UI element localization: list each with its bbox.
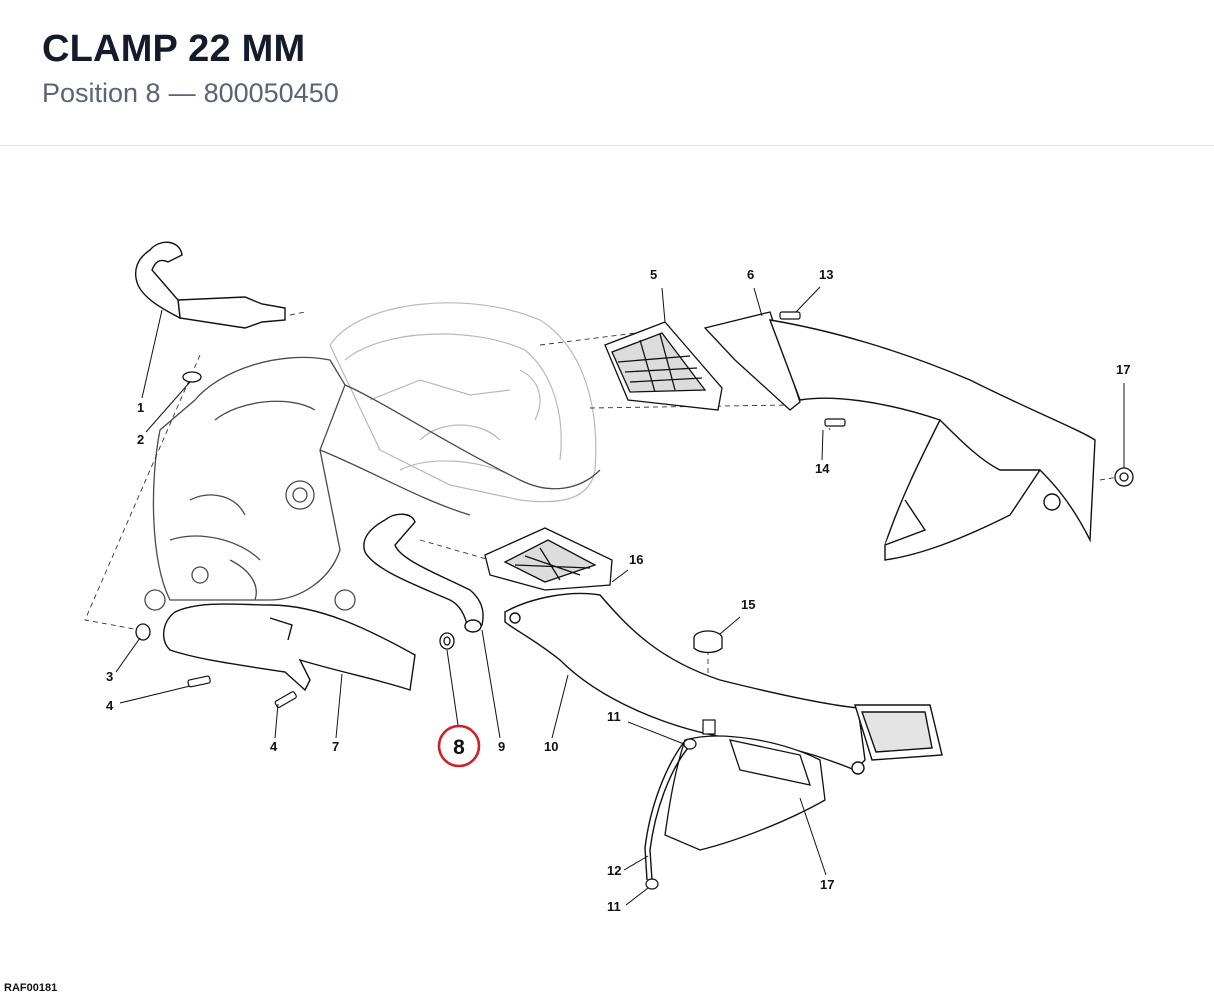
callout-15: 15	[741, 597, 755, 612]
highlight-ring	[437, 724, 481, 768]
callout-17-upper: 17	[1116, 362, 1130, 377]
callout-1: 1	[137, 400, 144, 415]
engine-outline	[329, 302, 597, 503]
callout-2: 2	[137, 432, 144, 447]
callout-9: 9	[498, 739, 505, 754]
callout-11-upper: 11	[607, 709, 621, 724]
subtitle-separator: —	[168, 78, 196, 108]
lower-housing	[664, 735, 826, 851]
callout-5: 5	[650, 267, 657, 282]
cylinder-head-outline	[144, 356, 601, 611]
part-10-intake-duct	[504, 592, 943, 775]
part-2-clamp	[182, 371, 202, 383]
callout-13: 13	[819, 267, 833, 282]
callout-12: 12	[607, 863, 621, 878]
callout-4-left: 4	[106, 698, 114, 713]
callout-10: 10	[544, 739, 558, 754]
callout-17-lower: 17	[820, 877, 834, 892]
part-7-duct	[163, 603, 416, 692]
leader-lines	[115, 286, 1125, 906]
position-label: Position 8	[42, 78, 161, 108]
callout-11-lower: 11	[607, 899, 621, 914]
part-12-hose	[644, 741, 689, 881]
callout-8: 8	[453, 736, 465, 759]
part-title: CLAMP 22 MM	[42, 28, 306, 70]
drawing-reference-code: RAF00181	[4, 982, 58, 994]
part-16-grid-gasket	[484, 527, 613, 591]
callout-3: 3	[106, 669, 113, 684]
callout-labels: 1 2 3 4 4 5 6 7 9 10 11 11 12 13 14 15 1…	[106, 267, 1130, 914]
part-3-clamp	[135, 623, 151, 641]
part-5-grid-block	[604, 321, 723, 411]
callout-4-bottom: 4	[270, 739, 278, 754]
page-header: CLAMP 22 MM Position 8—800050450	[0, 0, 1214, 146]
screws-13-14	[779, 311, 846, 427]
part-15-cap	[693, 630, 723, 654]
part-1-hose	[134, 241, 286, 329]
callout-16: 16	[629, 552, 643, 567]
part-number: 800050450	[203, 78, 339, 108]
callout-7: 7	[332, 739, 339, 754]
highlighted-callout-8[interactable]: 8	[437, 724, 481, 768]
part-9-bent-hose	[363, 513, 484, 633]
clamps-11	[645, 719, 716, 890]
part-4-screws	[187, 675, 297, 708]
callout-14: 14	[815, 461, 830, 476]
callout-6: 6	[747, 267, 754, 282]
part-8-clamp	[439, 632, 455, 650]
upper-air-duct	[768, 319, 1096, 561]
part-subtitle: Position 8—800050450	[42, 78, 339, 109]
